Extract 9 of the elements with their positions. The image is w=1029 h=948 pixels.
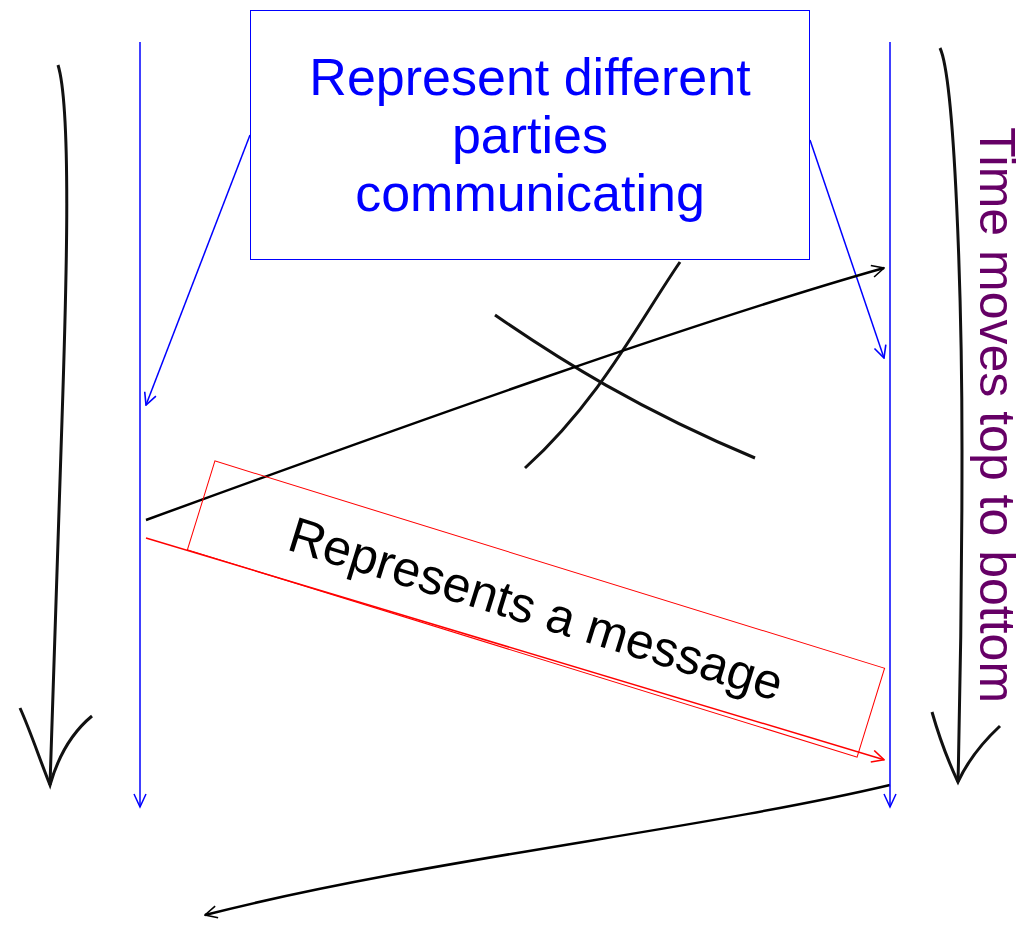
message-arrow [145, 264, 885, 522]
lifeline-arrow [884, 42, 896, 808]
callout-box: Represent different parties communicating [250, 10, 810, 260]
time-note: Time moves top to bottom [967, 30, 1027, 800]
message-arrow [145, 537, 885, 763]
message-arrow [204, 783, 891, 919]
leader-line [809, 139, 887, 359]
leader-line [143, 134, 251, 406]
lifeline-arrow [134, 42, 146, 808]
